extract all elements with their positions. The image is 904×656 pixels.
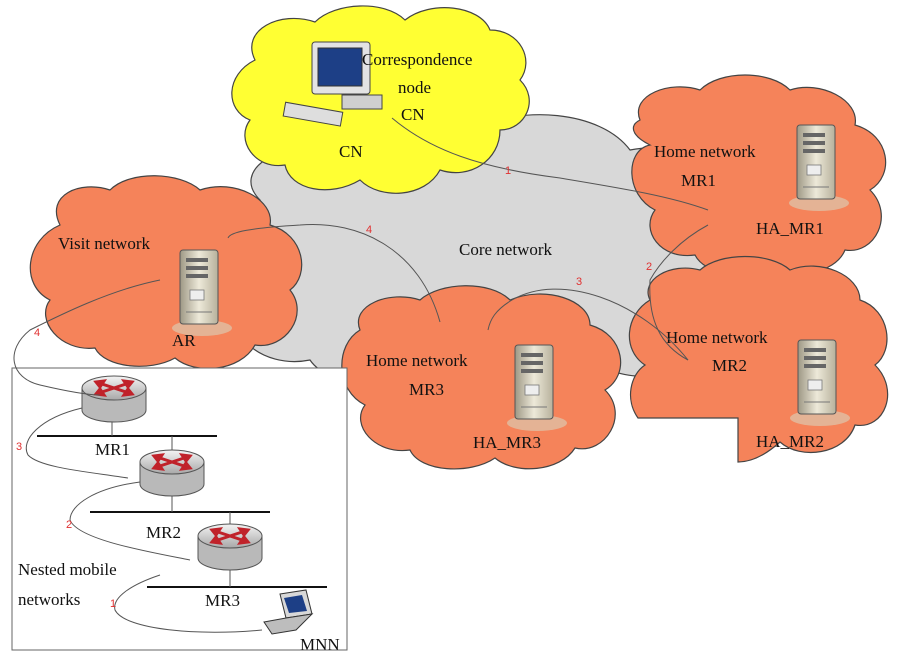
- router-mr3-icon: [196, 522, 264, 572]
- home-mr2-line1: Home network: [666, 328, 768, 347]
- cn-title-line3: CN: [401, 105, 425, 124]
- step-ha1-ha2: 2: [646, 261, 652, 273]
- router-mr1-icon: [80, 374, 148, 424]
- home-network-mr2-cloud: Home network MR2 HA_MR2: [628, 256, 889, 463]
- step-mr3-mnn: 1: [110, 598, 116, 610]
- core-network-label: Core network: [459, 240, 553, 259]
- home-mr3-line2: MR3: [409, 380, 444, 399]
- cn-title-line1: Correspondence: [362, 50, 472, 69]
- path-step-numbers: 1 2 3 4 4 3 2 1: [16, 165, 652, 610]
- home-mr2-line2: MR2: [712, 356, 747, 375]
- nested-mobile-networks-box: MR1 MR2 MR3 Nested mobile networks MNN: [11, 367, 348, 654]
- step-ar-mr1: 4: [34, 327, 40, 339]
- step-ha2-ha3: 3: [576, 276, 582, 288]
- home-mr1-line2: MR1: [681, 171, 716, 190]
- step-cn-ha1: 1: [505, 165, 511, 177]
- nested-label-line2: networks: [18, 590, 80, 609]
- router-mr1-label: MR1: [95, 440, 130, 459]
- visit-network-label: Visit network: [58, 234, 150, 253]
- cn-device-label: CN: [339, 142, 363, 161]
- mnn-label: MNN: [300, 635, 340, 654]
- visit-network-cloud: Visit network AR: [29, 175, 303, 370]
- step-ha3-ar: 4: [366, 224, 372, 236]
- step-mr2-mr3: 2: [66, 519, 72, 531]
- computer-icon: [282, 41, 383, 127]
- home-mr3-line1: Home network: [366, 351, 468, 370]
- step-mr1-mr2: 3: [16, 441, 22, 453]
- home-network-mr3-cloud: Home network MR3 HA_MR3: [341, 285, 622, 470]
- ha-mr2-label: HA_MR2: [756, 432, 824, 451]
- laptop-icon: [263, 589, 314, 635]
- ha-mr1-label: HA_MR1: [756, 219, 824, 238]
- home-network-mr1-cloud: Home network MR1 HA_MR1: [631, 74, 887, 275]
- signaling-paths: [13, 117, 709, 633]
- home-mr1-line1: Home network: [654, 142, 756, 161]
- cn-title-line2: node: [398, 78, 431, 97]
- router-mr2-label: MR2: [146, 523, 181, 542]
- ar-label: AR: [172, 331, 196, 350]
- nested-label-line1: Nested mobile: [18, 560, 117, 579]
- ha-mr3-label: HA_MR3: [473, 433, 541, 452]
- correspondent-cloud: Correspondence node CN CN: [231, 5, 530, 194]
- router-mr2-icon: [138, 448, 206, 498]
- router-mr3-label: MR3: [205, 591, 240, 610]
